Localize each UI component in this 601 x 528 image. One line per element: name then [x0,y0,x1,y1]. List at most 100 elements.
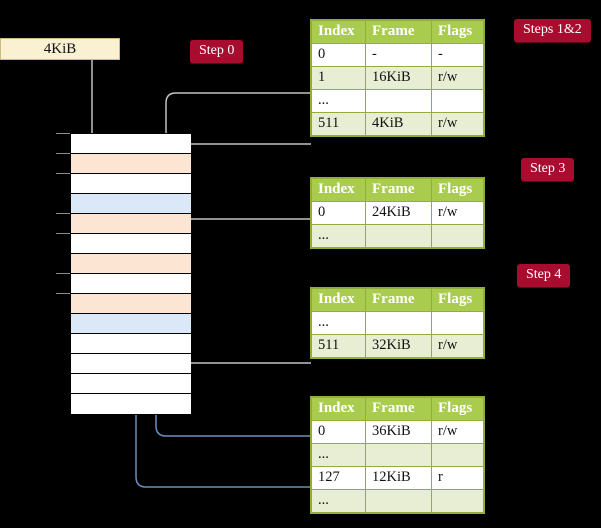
cell-frame: 24KiB [365,201,432,225]
cell-flags [431,489,484,513]
physical-memory-column [70,133,191,415]
cell-index: ... [311,443,366,467]
column-header-index: Index [311,178,366,202]
column-header-index: Index [311,288,366,312]
memory-frame-9 [71,314,191,334]
cell-frame [365,489,432,513]
memory-frame-3 [71,194,191,214]
memory-tick-5 [56,273,70,274]
memory-frame-7 [71,274,191,294]
memory-tick-0 [56,133,70,134]
source-frame-label: 4KiB [43,40,77,57]
cell-index: 511 [311,112,366,136]
table-row: ... [311,89,484,113]
table-row: ... [311,311,484,335]
memory-frame-1 [71,154,191,174]
cell-frame [365,311,432,335]
memory-tick-6 [56,293,70,294]
cell-frame: 12KiB [365,466,432,490]
column-header-flags: Flags [431,178,484,202]
cell-flags: r/w [431,420,484,444]
cell-frame: 36KiB [365,420,432,444]
step-chip-label: Step 0 [199,43,235,58]
cell-frame: 32KiB [365,334,432,358]
step-chip-label: Steps 1&2 [523,22,582,37]
memory-frame-11 [71,354,191,374]
table-row: ... [311,489,484,513]
cell-frame [365,224,432,248]
column-header-index: Index [311,20,366,44]
cell-index: ... [311,89,366,113]
column-header-flags: Flags [431,288,484,312]
memory-frame-13 [71,394,191,414]
column-header-frame: Frame [365,288,432,312]
cell-frame [365,89,432,113]
cell-index: ... [311,224,366,248]
memory-frame-10 [71,334,191,354]
link-l1-row127-into-memory-blue [128,218,311,488]
memory-frame-4 [71,214,191,234]
cell-frame: - [365,43,432,67]
memory-frame-8 [71,294,191,314]
step-chip-label: Step 4 [526,267,562,282]
column-header-index: Index [311,397,366,421]
step-chip-label: Step 3 [530,161,566,176]
table-row: ... [311,443,484,467]
cell-flags: r/w [431,66,484,90]
cell-flags: r/w [431,334,484,358]
column-header-flags: Flags [431,397,484,421]
table-row: ... [311,224,484,248]
memory-tick-4 [56,233,70,234]
cell-index: ... [311,489,366,513]
link-l4-row1-to-memory [165,92,311,249]
column-header-frame: Frame [365,178,432,202]
cell-index: 127 [311,466,366,490]
cell-frame [365,443,432,467]
step-chip-steps-1-2: Steps 1&2 [514,19,591,42]
cell-frame: 4KiB [365,112,432,136]
memory-frame-6 [71,254,191,274]
memory-frame-5 [71,234,191,254]
cell-index: 0 [311,201,366,225]
memory-tick-3 [56,213,70,214]
memory-frame-2 [71,174,191,194]
cell-flags [431,443,484,467]
memory-tick-1 [56,153,70,154]
cell-flags: - [431,43,484,67]
step-chip-step-0: Step 0 [190,40,244,63]
memory-tick-2 [56,173,70,174]
memory-frame-0 [71,134,191,154]
column-header-frame: Frame [365,20,432,44]
memory-frame-12 [71,374,191,394]
cell-flags [431,311,484,335]
cell-index: 1 [311,66,366,90]
step-chip-step-4: Step 4 [517,264,571,287]
cell-index: 0 [311,43,366,67]
step-chip-step-3: Step 3 [521,158,575,181]
cell-flags: r [431,466,484,490]
cell-index: 0 [311,420,366,444]
link-l1-row0-into-memory-blue [148,338,311,437]
source-frame-box: 4KiB [0,38,120,60]
cell-frame: 16KiB [365,66,432,90]
table-row: 0-- [311,43,484,67]
cell-flags: r/w [431,112,484,136]
column-header-frame: Frame [365,397,432,421]
column-header-flags: Flags [431,20,484,44]
cell-index: 511 [311,334,366,358]
cell-flags: r/w [431,201,484,225]
